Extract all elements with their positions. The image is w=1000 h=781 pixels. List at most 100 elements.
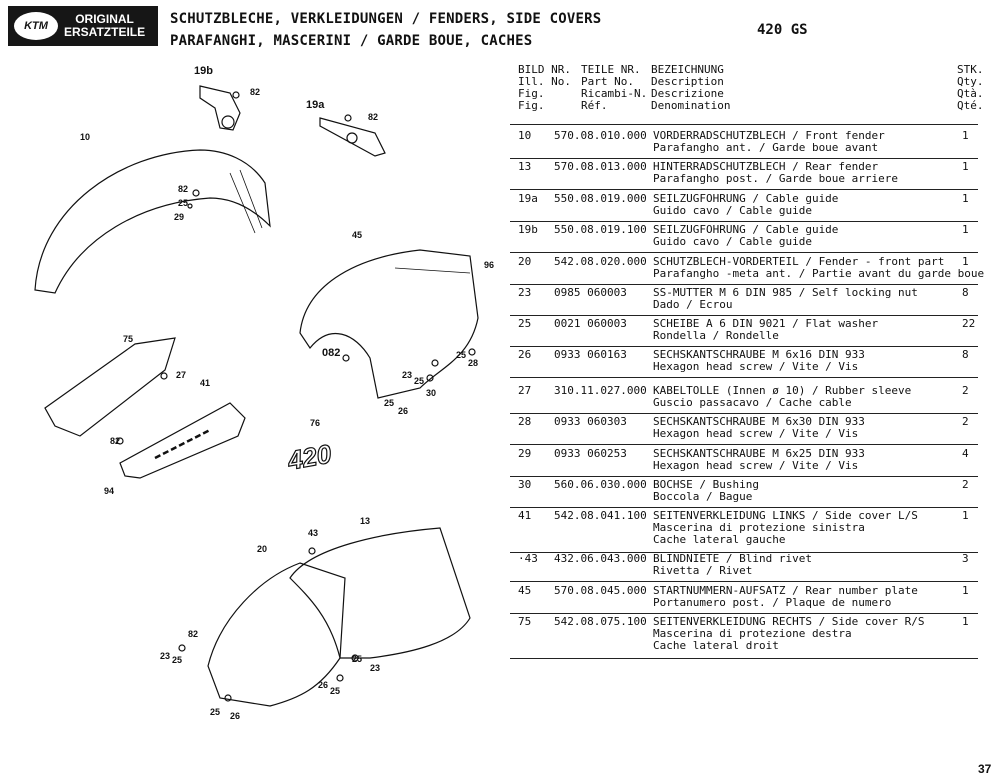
model-decal-420: 420 — [285, 438, 334, 475]
part-description: SS-MUTTER M 6 DIN 985 / Self locking nut… — [653, 286, 918, 311]
part-number: 570.08.045.000 — [554, 584, 647, 597]
callout-label: 25 — [210, 707, 220, 717]
callout-label: 29 — [174, 212, 184, 222]
part-number: 0933 060303 — [554, 415, 627, 428]
fig-number: 19a — [518, 192, 538, 205]
col-header-qty: STK. Qty. Qtà. Qté. — [957, 63, 984, 112]
callout-label: 13 — [360, 516, 370, 526]
part-description: HINTERRADSCHUTZBLECH / Rear fender Paraf… — [653, 160, 899, 185]
quantity: 1 — [962, 129, 969, 142]
fig-number: 27 — [518, 384, 532, 397]
fig-number: 28 — [518, 415, 532, 428]
cable-guide-19a — [319, 117, 386, 157]
callout-label: 76 — [310, 418, 320, 428]
fig-number: 20 — [518, 255, 532, 268]
callout-label: 10 — [80, 132, 90, 142]
col-header-part: TEILE NR. Part No. Ricambi-N. Réf. — [581, 63, 648, 112]
header-rule — [510, 124, 978, 125]
callout-label: 27 — [176, 370, 186, 380]
fig-number: 23 — [518, 286, 532, 299]
part-description: KABELTOLLE (Innen ø 10) / Rubber sleeve … — [653, 384, 912, 409]
fender-front-part — [207, 562, 346, 707]
fig-number: 41 — [518, 509, 532, 522]
part-description: SEILZUGFOHRUNG / Cable guide Guido cavo … — [653, 223, 839, 248]
page-number: 37 — [978, 762, 992, 776]
part-number: 542.08.075.100 — [554, 615, 647, 628]
part-number: 570.08.013.000 — [554, 160, 647, 173]
col-header-fig: BILD NR. Ill. No. Fig. Fig. — [518, 63, 571, 112]
quantity: 8 — [962, 286, 969, 299]
callout-label: 82 — [188, 629, 198, 639]
row-rule — [510, 252, 978, 253]
part-description: BOCHSE / Bushing Boccola / Bague — [653, 478, 759, 503]
quantity: 1 — [962, 255, 969, 268]
callout-label: 82 — [178, 184, 188, 194]
side-cover-right — [44, 337, 176, 437]
callout-label: 82 — [250, 87, 260, 97]
brand-text: ORIGINAL ERSATZTEILE — [64, 12, 146, 39]
fig-number: 25 — [518, 317, 532, 330]
part-description: SEILZUGFOHRUNG / Cable guide Guido cavo … — [653, 192, 839, 217]
fig-number: 45 — [518, 584, 532, 597]
row-rule — [510, 507, 978, 508]
quantity: 22 — [962, 317, 976, 330]
callout-label: 23 — [160, 651, 170, 661]
callout-label: 20 — [257, 544, 267, 554]
fig-number: 10 — [518, 129, 532, 142]
callout-label: 26 — [318, 680, 328, 690]
row-rule — [510, 346, 978, 347]
row-rule — [510, 284, 978, 285]
quantity: 3 — [962, 552, 969, 565]
section-title: SCHUTZBLECHE, VERKLEIDUNGEN / FENDERS, S… — [170, 8, 601, 52]
fig-number: 19b — [518, 223, 538, 236]
callout-label: 19a — [306, 99, 325, 111]
row-rule — [510, 315, 978, 316]
brand-logo: KTM ORIGINAL ERSATZTEILE — [8, 6, 158, 46]
model-label: 420 GS — [757, 22, 808, 38]
part-number: 0985 060003 — [554, 286, 627, 299]
callout-label: 23 — [370, 663, 380, 673]
fig-number: 26 — [518, 348, 532, 361]
part-description: SCHEIBE A 6 DIN 9021 / Flat washer Ronde… — [653, 317, 879, 342]
callout-label: 23 — [402, 370, 412, 380]
quantity: 1 — [962, 584, 969, 597]
callout-label: 26 — [230, 711, 240, 721]
callout-label: 25 — [178, 198, 188, 208]
row-rule — [510, 552, 978, 553]
callout-label: 45 — [352, 230, 362, 240]
part-number: 310.11.027.000 — [554, 384, 647, 397]
callout-label: 25 — [384, 398, 394, 408]
side-cover-left — [119, 402, 246, 479]
fig-number: 30 — [518, 478, 532, 491]
callout-label: 96 — [484, 260, 494, 270]
callout-label: 41 — [200, 378, 210, 388]
rear-fender-part — [289, 527, 471, 659]
callout-label: 26 — [398, 406, 408, 416]
callout-label: 25 — [352, 654, 362, 664]
quantity: 1 — [962, 192, 969, 205]
quantity: 2 — [962, 415, 969, 428]
part-description: SECHSKANTSCHRAUBE M 6x25 DIN 933 Hexagon… — [653, 447, 865, 472]
quantity: 1 — [962, 223, 969, 236]
row-rule — [510, 444, 978, 445]
row-rule — [510, 658, 978, 659]
col-header-description: BEZEICHNUNG Description Descrizione Deno… — [651, 63, 731, 112]
title-line-1: SCHUTZBLECHE, VERKLEIDUNGEN / FENDERS, S… — [170, 11, 602, 27]
row-rule — [510, 221, 978, 222]
callout-label: 25 — [172, 655, 182, 665]
part-description: SECHSKANTSCHRAUBE M 6x30 DIN 933 Hexagon… — [653, 415, 865, 440]
quantity: 4 — [962, 447, 969, 460]
callout-label: 43 — [308, 528, 318, 538]
front-fender-part — [34, 149, 271, 294]
part-number: 0021 060003 — [554, 317, 627, 330]
part-number: 542.08.020.000 — [554, 255, 647, 268]
part-description: SECHSKANTSCHRAUBE M 6x16 DIN 933 Hexagon… — [653, 348, 865, 373]
part-number: 550.08.019.000 — [554, 192, 647, 205]
callout-label: 19b — [194, 65, 213, 77]
quantity: 1 — [962, 160, 969, 173]
row-rule — [510, 189, 978, 190]
quantity: 2 — [962, 384, 969, 397]
callout-label: 28 — [468, 358, 478, 368]
